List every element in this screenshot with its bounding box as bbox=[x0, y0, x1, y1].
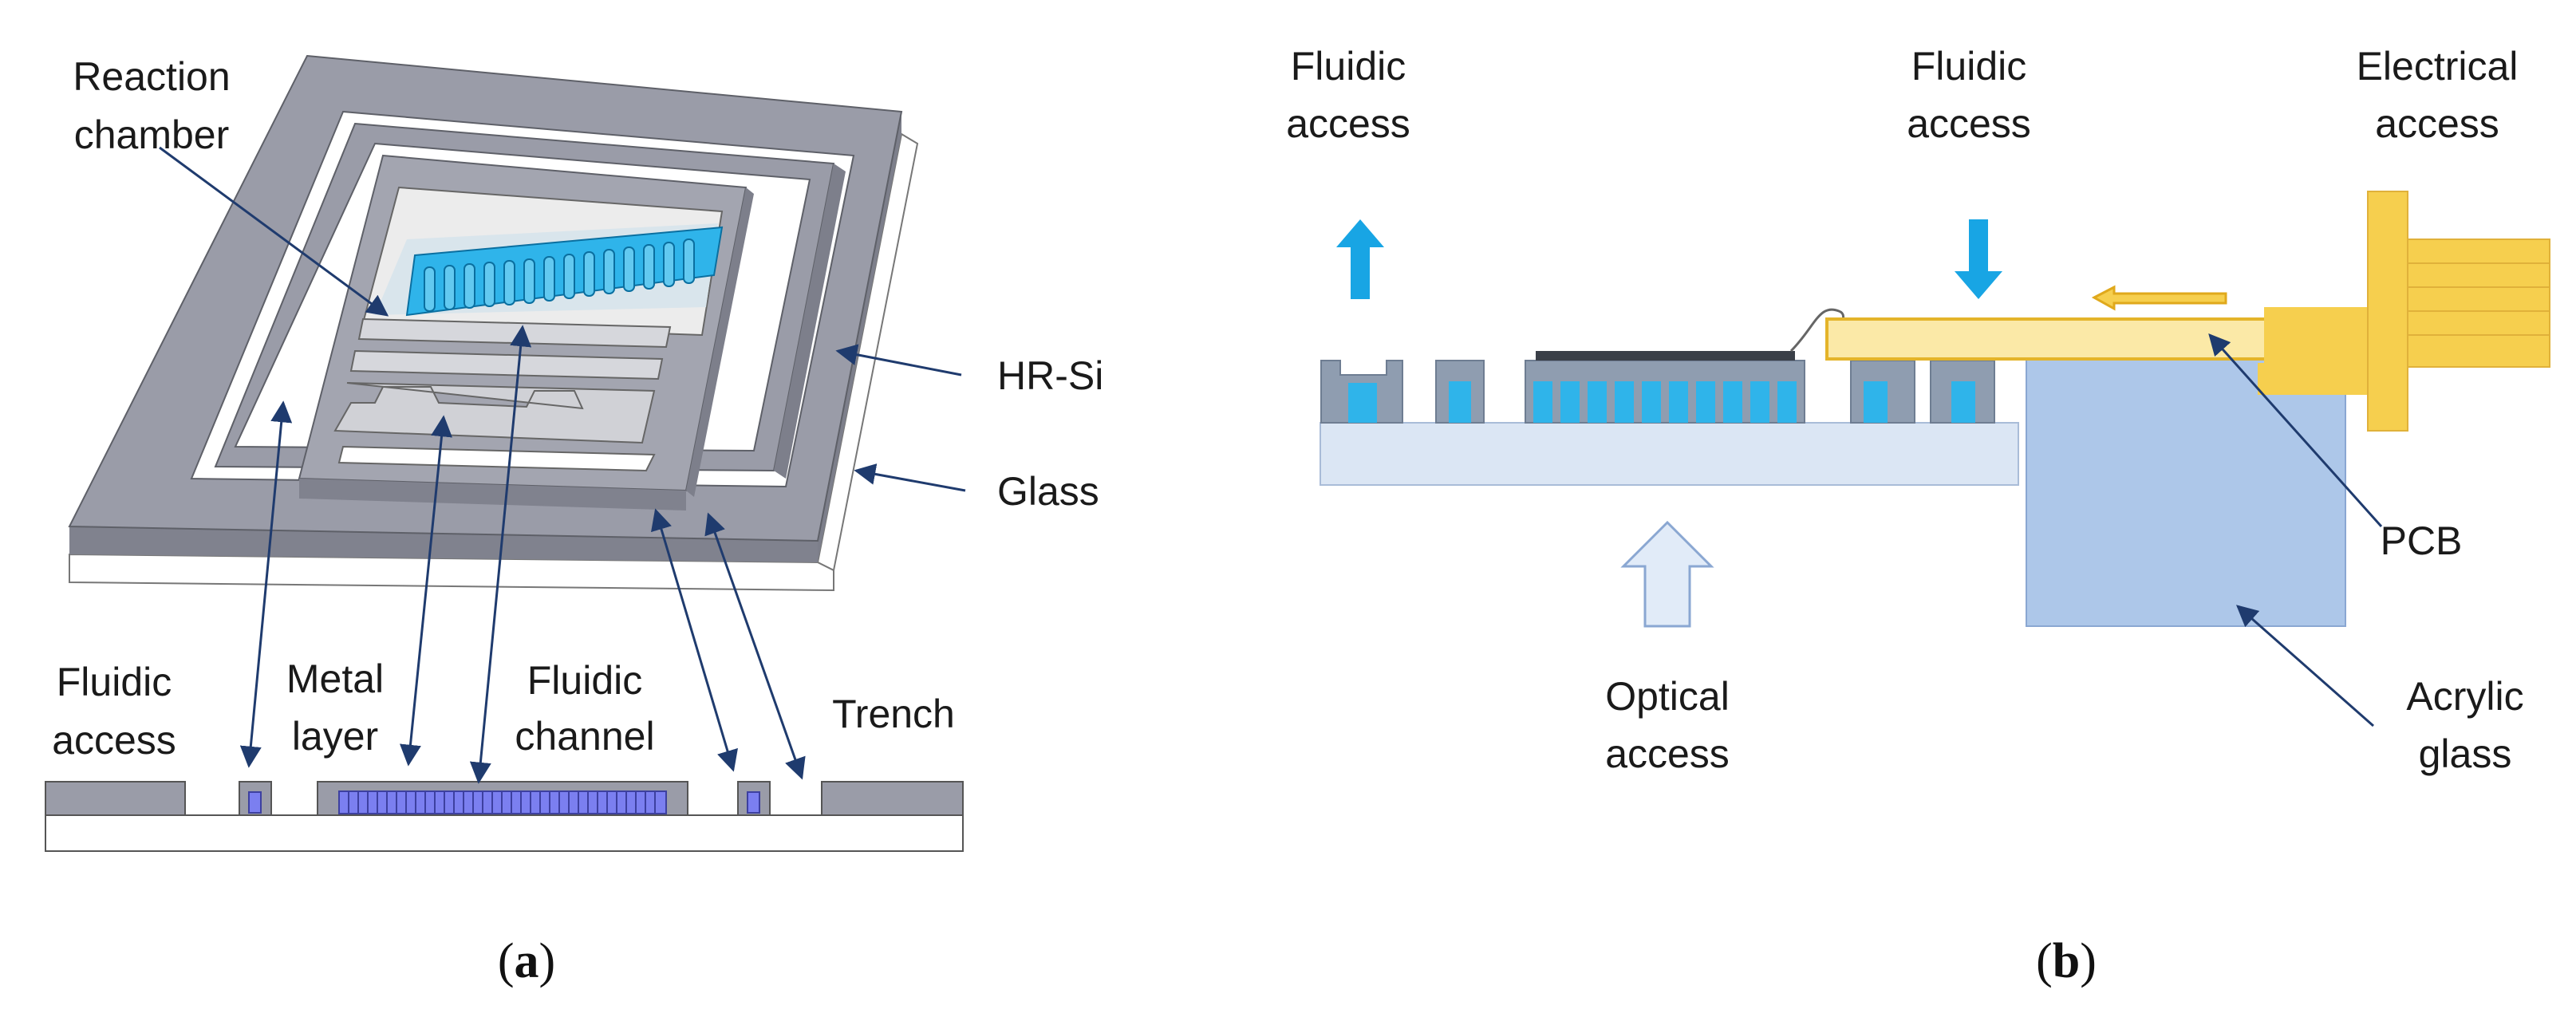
label-metal-layer-2: layer bbox=[292, 714, 378, 759]
label-b-optical-1: Optical bbox=[1605, 674, 1730, 719]
label-reaction-chamber-1: Reaction bbox=[73, 54, 230, 99]
label-trench: Trench bbox=[832, 692, 955, 736]
cross-section bbox=[45, 781, 964, 852]
b-glass-substrate bbox=[1320, 422, 2019, 486]
cs-metal-post-right bbox=[747, 791, 760, 814]
cs-glass bbox=[45, 814, 964, 852]
chip-die-right bbox=[686, 187, 754, 497]
label-b-acrylic-1: Acrylic bbox=[2406, 674, 2523, 719]
label-b-fluidic-left-1: Fluidic bbox=[1291, 44, 1406, 89]
arrow-fluidic-out bbox=[1336, 219, 1384, 299]
leader-trench bbox=[704, 512, 806, 780]
label-b-fluidic-mid-1: Fluidic bbox=[1911, 44, 2026, 89]
label-hrsi: HR-Si bbox=[997, 353, 1103, 398]
inner-frame-lip bbox=[774, 164, 846, 479]
panel-b: Fluidic access Fluidic access Electrical… bbox=[1286, 44, 2550, 988]
cs-si-right bbox=[821, 781, 964, 816]
arrow-optical bbox=[1620, 520, 1714, 628]
label-fluidic-access-2: access bbox=[52, 718, 176, 763]
leader-glass bbox=[854, 463, 966, 492]
cs-metal-post-left bbox=[248, 791, 262, 814]
leader-fluidic-access bbox=[239, 400, 293, 768]
label-fluidic-channel-1: Fluidic bbox=[527, 658, 642, 703]
electrical-connector bbox=[2258, 191, 2550, 432]
cs-si-left bbox=[45, 781, 186, 816]
arrow-fluidic-in bbox=[1955, 219, 2002, 299]
leader-hrsi bbox=[835, 344, 962, 376]
b-fluid-fill bbox=[1348, 381, 1975, 423]
label-fluidic-channel-2: channel bbox=[515, 714, 654, 759]
label-b-fluidic-mid-2: access bbox=[1907, 101, 2031, 146]
label-reaction-chamber-2: chamber bbox=[74, 112, 230, 157]
panel-b-leaders bbox=[2208, 333, 2383, 727]
label-metal-layer-1: Metal bbox=[286, 656, 384, 701]
panel-a-leaders bbox=[159, 146, 966, 784]
label-b-fluidic-left-2: access bbox=[1286, 101, 1410, 146]
fluidic-channels bbox=[405, 226, 724, 317]
caption-a: (a) bbox=[498, 934, 555, 988]
label-b-acrylic-2: glass bbox=[2419, 731, 2512, 776]
label-b-electrical-2: access bbox=[2375, 101, 2499, 146]
b-chip-cap bbox=[1536, 351, 1795, 361]
leader-metal-layer-2 bbox=[469, 325, 532, 784]
leader-metal-layer-1 bbox=[400, 415, 452, 767]
caption-b: (b) bbox=[2036, 934, 2097, 988]
leader-pcb bbox=[2208, 333, 2383, 528]
leader-acrylic bbox=[2235, 605, 2374, 727]
label-glass: Glass bbox=[997, 469, 1099, 514]
label-fluidic-access-1: Fluidic bbox=[57, 660, 172, 704]
label-b-electrical-1: Electrical bbox=[2357, 44, 2519, 89]
label-b-pcb: PCB bbox=[2381, 518, 2463, 563]
leader-reaction-chamber bbox=[159, 146, 389, 317]
label-b-optical-2: access bbox=[1605, 731, 1730, 776]
panel-a: Reaction chamber HR-Si Glass Fluidic acc… bbox=[45, 54, 1103, 988]
arrow-electrical bbox=[2091, 285, 2227, 311]
hrsi-right-side bbox=[818, 112, 901, 562]
